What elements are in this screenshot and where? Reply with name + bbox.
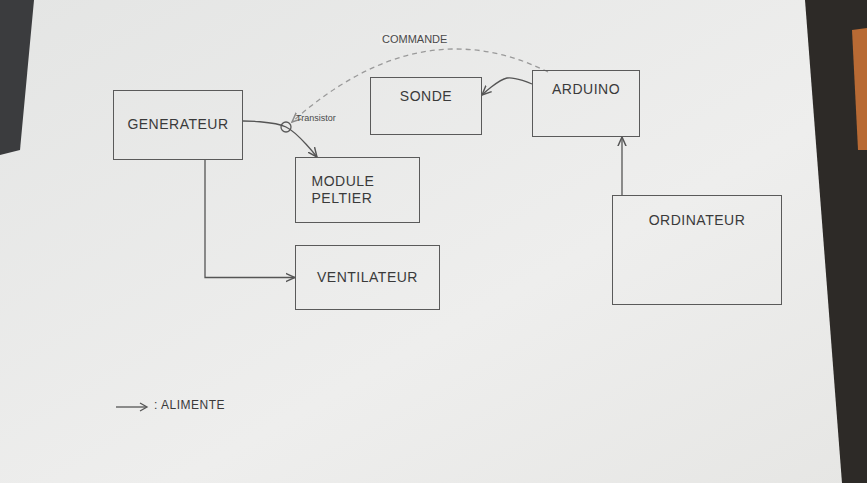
power-arrow xyxy=(621,137,622,195)
power-arrow xyxy=(205,160,295,278)
table-edge xyxy=(0,0,34,155)
box-label: ARDUINO xyxy=(552,81,620,99)
table-edge xyxy=(805,0,867,483)
process-box: SONDE xyxy=(370,77,482,135)
power-arrow xyxy=(482,78,532,95)
process-box: VENTILATEUR xyxy=(295,245,440,310)
power-arrow xyxy=(243,121,317,157)
command-line xyxy=(292,49,548,122)
box-label: ORDINATEUR xyxy=(649,212,746,230)
box-label: MODULE PELTIER xyxy=(312,173,404,208)
process-box: GENERATEUR xyxy=(113,90,243,160)
box-label: VENTILATEUR xyxy=(317,269,418,287)
signal-label: COMMANDE xyxy=(380,33,449,45)
process-box: MODULE PELTIER xyxy=(295,157,420,223)
legend-arrow xyxy=(114,399,150,413)
part-label: Transistor xyxy=(294,113,338,123)
legend-row: : ALIMENTE xyxy=(114,398,225,413)
legend-text: : ALIMENTE xyxy=(154,398,225,413)
process-box: ORDINATEUR xyxy=(612,195,782,305)
box-label: SONDE xyxy=(400,88,452,106)
table-object xyxy=(852,28,867,150)
process-box: ARDUINO xyxy=(532,70,640,137)
box-label: GENERATEUR xyxy=(127,116,228,134)
